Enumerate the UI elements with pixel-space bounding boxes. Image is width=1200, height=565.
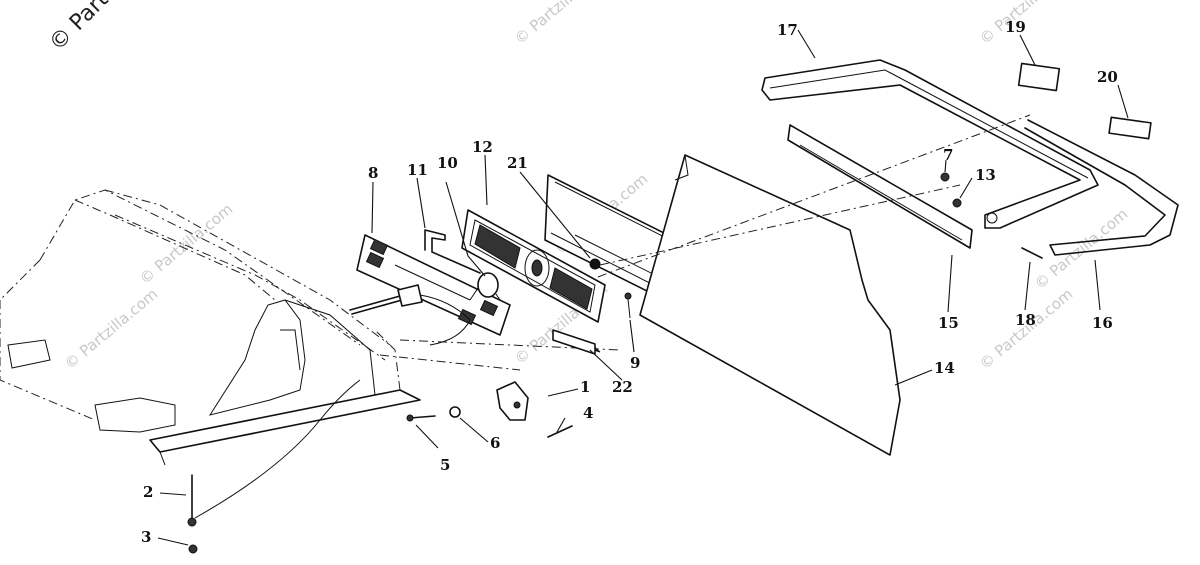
callout-10: 10 [437, 154, 458, 172]
callout-12: 12 [472, 138, 493, 156]
callout-5: 5 [440, 456, 450, 474]
callout-4: 4 [583, 404, 593, 422]
corner-watermark: © Partzilla [45, 0, 145, 56]
callout-8: 8 [368, 164, 378, 182]
part-17-16-bumper [761, 59, 1179, 256]
callout-17: 17 [777, 21, 798, 39]
callout-20: 20 [1097, 68, 1118, 86]
watermark-text: © Partzilla.com [61, 285, 161, 373]
callout-3: 3 [141, 528, 151, 546]
callout-13: 13 [975, 166, 996, 184]
part-20-decal [1108, 116, 1152, 140]
tunnel-phantom [0, 189, 621, 466]
part-19-decal [1017, 62, 1061, 92]
leader-lines [157, 29, 1129, 546]
part-10-bulb [469, 272, 501, 301]
callout-18: 18 [1015, 311, 1036, 329]
callout-1: 1 [580, 378, 590, 396]
callout-21: 21 [507, 154, 528, 172]
watermark-text: © Partzilla.com [511, 0, 611, 48]
watermark-text: © Partzilla.com [976, 0, 1076, 48]
callout-14: 14 [934, 359, 955, 377]
part-11-bracket [424, 229, 481, 274]
part-14-flap [639, 154, 901, 456]
part-12-lens [461, 209, 606, 323]
callout-numbers: 1 2 3 4 5 6 7 8 9 10 11 12 13 14 15 16 1… [141, 18, 1118, 546]
part-1-hitch-bracket [496, 381, 529, 421]
callout-16: 16 [1092, 314, 1113, 332]
part-9-screw [624, 292, 632, 319]
part-18-bolt [1021, 247, 1043, 259]
part-15-bar [787, 124, 973, 249]
part-8-base-bracket [349, 234, 511, 346]
part-6-washer [449, 406, 461, 418]
part-2-3-cable [187, 379, 361, 554]
part-13-nut [952, 198, 962, 208]
part-7-nut [940, 172, 950, 182]
callout-15: 15 [938, 314, 959, 332]
part-4-screw [547, 425, 573, 438]
part-5-bolt [406, 414, 436, 422]
callout-19: 19 [1005, 18, 1026, 36]
callout-11: 11 [407, 161, 428, 179]
callout-9: 9 [630, 354, 640, 372]
callout-7: 7 [943, 146, 953, 164]
callout-22: 22 [612, 378, 633, 396]
callout-2: 2 [143, 483, 153, 501]
callout-6: 6 [490, 434, 500, 452]
